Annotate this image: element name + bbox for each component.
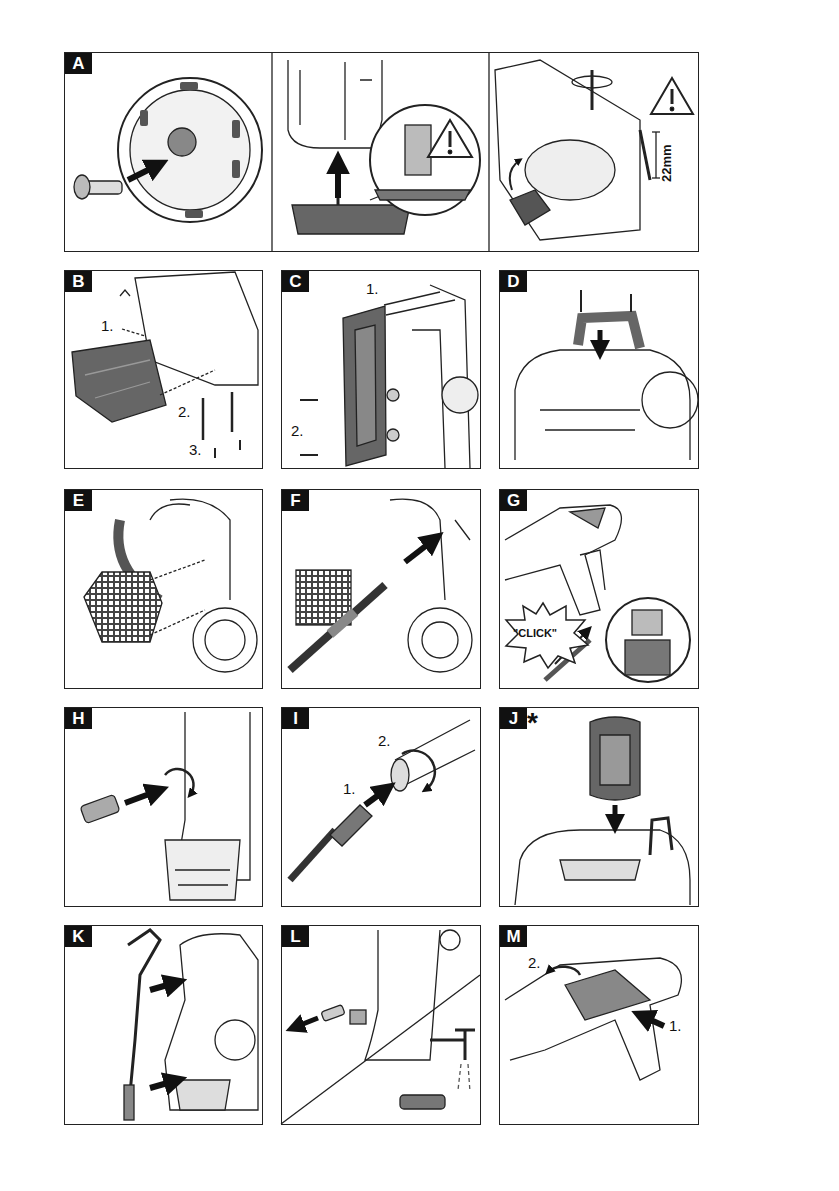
dimension-label: 22mm	[660, 144, 674, 182]
panel-letter: L	[282, 926, 309, 947]
panel-frame: G	[499, 489, 699, 689]
panel-letter: B	[65, 271, 92, 292]
panel-frame: A	[64, 52, 699, 252]
panel-frame: L	[281, 925, 481, 1125]
panel-frame: C	[281, 270, 481, 469]
panel-letter: D	[500, 271, 527, 292]
panel-letter: C	[282, 271, 309, 292]
panel-letter: E	[65, 490, 92, 511]
callout-number: 1.	[343, 781, 356, 798]
callout-number: 2.	[528, 955, 541, 972]
panel-letter: J	[500, 708, 527, 729]
callout-number: 1.	[101, 318, 114, 335]
callout-number: 2.	[178, 404, 191, 421]
sound-word: "CLICK"	[513, 627, 557, 639]
panel-frame: B	[64, 270, 263, 469]
panel-letter: M	[500, 926, 527, 947]
panel-letter: A	[65, 53, 92, 74]
panel-letter: F	[282, 490, 309, 511]
panel-frame: K	[64, 925, 263, 1125]
panel-letter: H	[65, 708, 92, 729]
panel-frame: H	[64, 707, 263, 907]
panel-frame: D	[499, 270, 699, 469]
callout-number: 2.	[291, 423, 304, 440]
panel-letter: K	[65, 926, 92, 947]
callout-number: 2.	[378, 733, 391, 750]
callout-number: 1.	[669, 1018, 682, 1035]
panel-frame: F	[281, 489, 481, 689]
callout-number: 3.	[189, 442, 202, 459]
callout-number: 1.	[366, 281, 379, 298]
callout-number: *	[527, 708, 538, 739]
panel-letter: I	[282, 708, 309, 729]
panel-letter: G	[500, 490, 527, 511]
panel-frame: E	[64, 489, 263, 689]
